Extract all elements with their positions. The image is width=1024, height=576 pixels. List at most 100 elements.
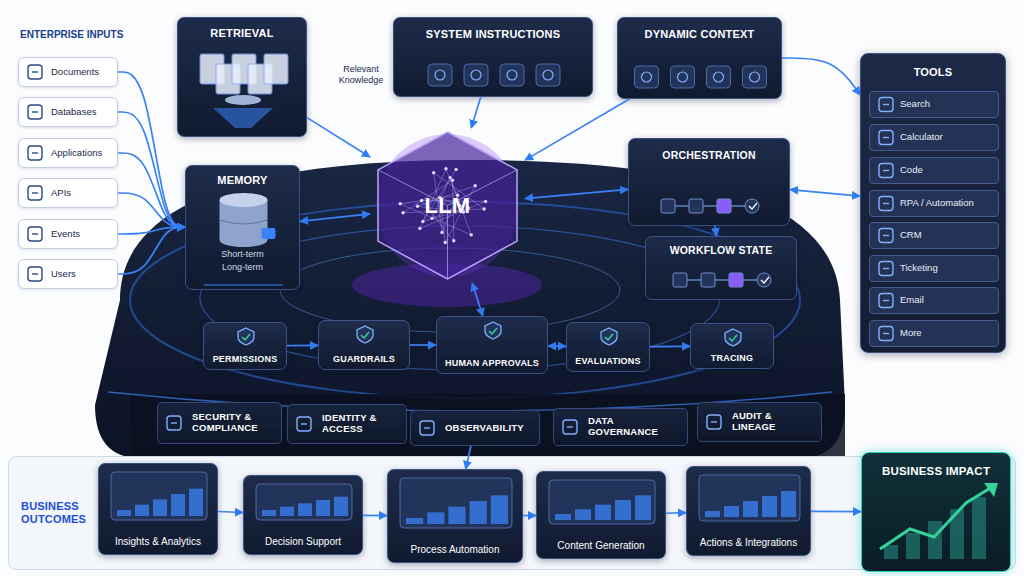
tool-item: Code <box>869 157 999 184</box>
graphic-shape <box>906 533 920 559</box>
graphic-shape <box>440 231 443 234</box>
node-label: OBSERVABILITY <box>445 423 524 434</box>
graphic-shape <box>714 72 724 82</box>
connector-arrow <box>118 193 185 227</box>
graphic-shape <box>444 241 447 244</box>
graphic-shape <box>357 326 373 343</box>
graphic-shape <box>135 505 149 516</box>
graphic-shape <box>491 495 508 524</box>
graphic-shape <box>427 512 444 524</box>
node-label: PERMISSIONS <box>213 354 278 364</box>
connector-arrow <box>472 283 483 316</box>
graphic-shape <box>378 132 517 279</box>
graphic-shape <box>605 334 613 340</box>
graphic-shape <box>567 426 573 427</box>
graphic-shape <box>334 497 348 516</box>
graphic-shape <box>153 499 167 516</box>
control-box: HUMAN APPROVALS <box>436 316 548 374</box>
node-label: RETRIEVAL <box>210 27 273 40</box>
graphic-shape <box>225 95 261 105</box>
graphic-shape <box>301 423 307 424</box>
graphic-shape <box>595 505 611 520</box>
graphic-shape <box>549 480 655 524</box>
graphic-shape <box>601 328 617 345</box>
graphic-shape <box>399 202 402 205</box>
tool-item: CRM <box>869 222 999 249</box>
node-decoration <box>870 92 1000 119</box>
platform-band <box>130 394 845 456</box>
connector-arrow <box>525 99 629 160</box>
graphic-shape <box>743 66 767 88</box>
node-decoration <box>204 323 288 371</box>
connector-arrow <box>525 189 628 198</box>
graphic-shape <box>883 300 889 301</box>
graphic-shape <box>879 294 893 308</box>
graphic-shape <box>262 510 276 516</box>
graphic-shape <box>298 503 312 516</box>
node-sublabel: Short-term <box>221 249 264 259</box>
graphic-shape <box>470 233 473 236</box>
connector-arrow <box>118 112 185 227</box>
node-label: RPA / Automation <box>900 198 974 209</box>
graphic-shape <box>661 199 675 213</box>
tools-panel: TOOLSSearchCalculatorCodeRPA / Automatio… <box>860 53 1006 353</box>
graphic-shape <box>424 427 430 428</box>
graphic-shape <box>242 334 250 340</box>
graphic-shape <box>485 322 501 339</box>
graphic-shape <box>167 416 181 430</box>
graphic-shape <box>883 203 889 204</box>
node-label: Ticketing <box>900 263 938 274</box>
graphic-shape <box>361 332 369 338</box>
graphic-shape <box>500 64 524 86</box>
graphic-shape <box>111 472 207 520</box>
graphic-shape <box>264 54 288 84</box>
graphic-shape <box>879 327 893 341</box>
graphic-shape <box>256 484 352 520</box>
graphic-shape <box>781 491 796 517</box>
node-label: HUMAN APPROVALS <box>445 358 539 368</box>
node-label: Databases <box>51 107 96 118</box>
graphic-shape <box>435 70 445 80</box>
node-label: TOOLS <box>914 66 953 79</box>
node-label: BUSINESS OUTCOMES <box>21 500 101 525</box>
graphic-shape <box>761 277 769 283</box>
node-label: IDENTITY & ACCESS <box>322 413 402 435</box>
graphic-shape <box>555 514 571 520</box>
graphic-shape <box>725 329 741 346</box>
graphic-shape <box>316 500 330 516</box>
node-label: GUARDRAILS <box>333 354 395 364</box>
graphic-shape <box>880 487 992 549</box>
graphic-shape <box>879 164 893 178</box>
tool-item: Email <box>869 287 999 314</box>
graphic-shape <box>745 199 759 213</box>
graphic-shape <box>448 507 465 524</box>
graphic-shape <box>883 235 889 236</box>
graphic-shape <box>879 229 893 243</box>
graphic-shape <box>400 478 512 528</box>
graphic-shape <box>448 176 451 179</box>
graphic-shape <box>575 509 591 520</box>
memory-box: MEMORYShort-termLong-term <box>185 165 300 290</box>
graphic-shape <box>707 66 731 88</box>
graphic-shape <box>489 328 497 334</box>
graphic-shape <box>238 328 254 345</box>
graphic-shape <box>884 545 898 559</box>
graphic-shape <box>879 131 893 145</box>
graphic-shape <box>220 220 268 224</box>
graphic-shape <box>171 422 177 423</box>
connector-arrow <box>118 227 185 234</box>
governance-band: OBSERVABILITY <box>410 410 540 446</box>
graphic-shape <box>507 70 517 80</box>
graphic-shape <box>28 267 42 281</box>
graphic-shape <box>671 66 695 88</box>
control-box: GUARDRAILS <box>318 320 410 370</box>
node-label: ORCHESTRATION <box>662 149 755 161</box>
graphic-shape <box>420 421 434 435</box>
graphic-shape <box>701 273 715 287</box>
graphic-shape <box>32 192 38 193</box>
graphic-shape <box>879 131 893 145</box>
outcome-box: Insights & Analytics <box>98 463 218 555</box>
graphic-shape <box>28 186 42 200</box>
connector-arrow <box>118 153 185 227</box>
connector-arrow <box>782 58 860 95</box>
